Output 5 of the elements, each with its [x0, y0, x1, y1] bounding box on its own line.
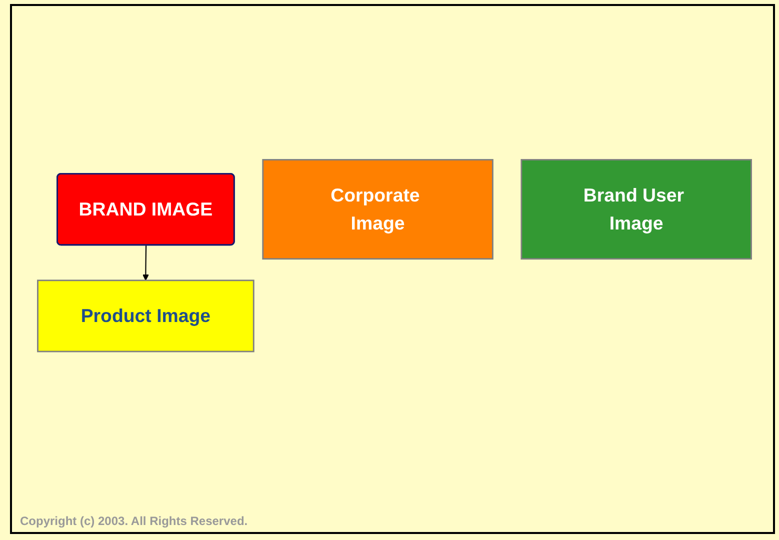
node-box: Brand User Image [520, 159, 752, 260]
node-box: Product Image [37, 280, 254, 353]
node-box: Corporate Image [262, 159, 494, 260]
copyright-note: Copyright (c) 2003. All Rights Reserved. [20, 514, 248, 528]
arrow [142, 246, 149, 282]
